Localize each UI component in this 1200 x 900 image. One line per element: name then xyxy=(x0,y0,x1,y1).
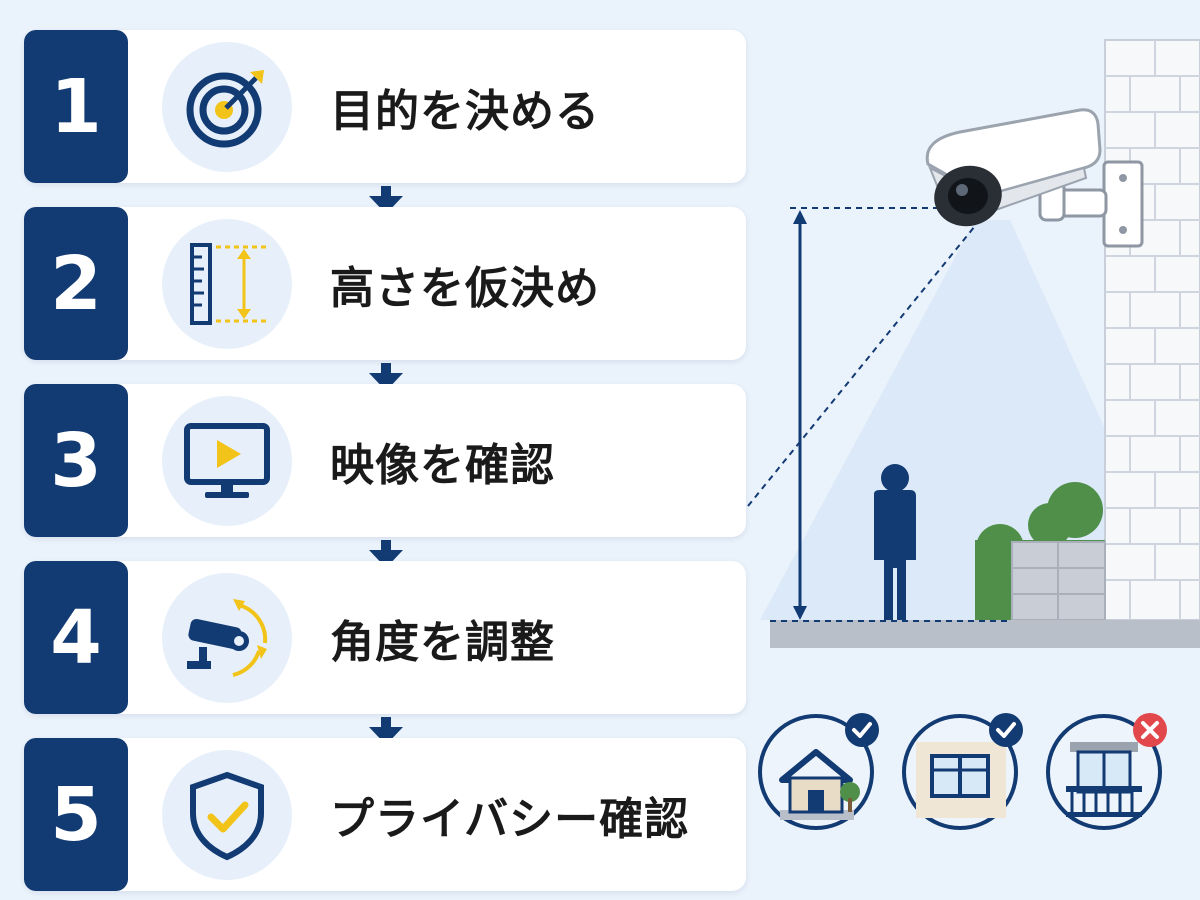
person-icon xyxy=(874,464,916,620)
camera-view-cone xyxy=(760,220,1110,620)
step-label: 高さを仮決め xyxy=(330,262,600,314)
hedge xyxy=(975,482,1105,620)
balcony-icon xyxy=(1046,713,1167,830)
fence-wall xyxy=(1011,541,1106,621)
down-arrow-icon xyxy=(369,717,403,745)
step-label: プライバシー確認 xyxy=(330,793,690,845)
camera-mount xyxy=(1038,160,1144,248)
step-number: 5 xyxy=(24,738,128,891)
target-icon xyxy=(162,41,292,172)
balcony-ng-badge xyxy=(1046,706,1172,832)
ruler-height-icon xyxy=(162,218,292,349)
ground xyxy=(770,620,1200,648)
down-arrow-icon xyxy=(369,186,403,214)
house-check-badge xyxy=(758,706,884,832)
camera-rotate-icon xyxy=(162,572,292,703)
window-check-badge xyxy=(902,706,1028,832)
shield-check-icon xyxy=(162,749,292,880)
step-2: 2 高さを仮決め xyxy=(24,207,746,360)
step-label: 目的を決める xyxy=(330,85,600,137)
view-line xyxy=(747,225,976,507)
step-4: 4 角度を調整 xyxy=(24,561,746,714)
height-arrow-icon xyxy=(793,210,807,620)
step-label: 角度を調整 xyxy=(330,616,555,668)
window-icon xyxy=(902,713,1023,830)
down-arrow-icon xyxy=(369,540,403,568)
step-number: 3 xyxy=(24,384,128,537)
down-arrow-icon xyxy=(369,363,403,391)
step-label: 映像を確認 xyxy=(330,439,555,491)
step-5: 5 プライバシー確認 xyxy=(24,738,746,891)
security-camera-icon xyxy=(925,108,1102,227)
monitor-play-icon xyxy=(162,395,292,526)
step-number: 4 xyxy=(24,561,128,714)
step-number: 2 xyxy=(24,207,128,360)
brick-wall xyxy=(1104,39,1200,621)
step-1: 1 目的を決める xyxy=(24,30,746,183)
house-icon xyxy=(758,713,879,830)
step-3: 3 映像を確認 xyxy=(24,384,746,537)
step-number: 1 xyxy=(24,30,128,183)
